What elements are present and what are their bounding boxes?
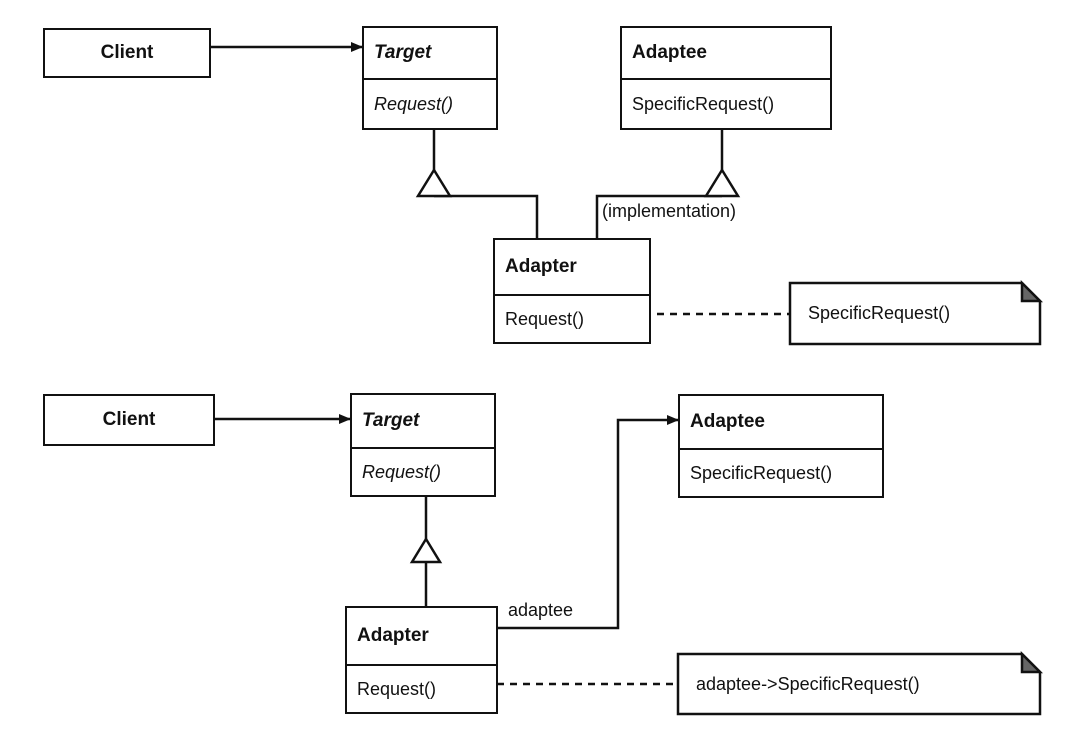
bottom-adapter-operation: Request() — [357, 678, 437, 699]
top-implementation-note: SpecificRequest() — [792, 285, 1020, 342]
bottom-adaptee-class[interactable]: Adaptee SpecificRequest() — [678, 394, 884, 498]
bottom-implementation-note: adaptee->SpecificRequest() — [680, 656, 1020, 712]
bottom-note-text: adaptee->SpecificRequest() — [696, 673, 920, 694]
bottom-adaptee-operation: SpecificRequest() — [690, 462, 833, 483]
bottom-note-dogear — [1020, 650, 1044, 674]
top-note-dogear — [1020, 279, 1044, 303]
top-adaptee-inherit-line — [595, 194, 722, 238]
top-adaptee-name: Adaptee — [632, 42, 707, 63]
top-implementation-label: (implementation) — [602, 201, 737, 221]
bottom-note-outline — [676, 652, 1042, 716]
bottom-adaptee-association-label: adaptee — [508, 600, 574, 620]
bottom-client-name: Client — [102, 409, 156, 430]
top-adapter-name: Adapter — [505, 256, 577, 277]
bottom-adapter-class[interactable]: Adapter Request() — [345, 606, 498, 714]
top-target-name: Target — [374, 42, 432, 63]
top-adaptee-inherit-triangle — [703, 167, 741, 198]
top-adapter-class[interactable]: Adapter Request() — [493, 238, 651, 344]
top-target-class[interactable]: Target Request() — [362, 26, 498, 130]
top-client-class[interactable]: Client — [43, 28, 211, 78]
top-adaptee-operation: SpecificRequest() — [632, 93, 775, 114]
top-target-inherit-line — [434, 194, 539, 238]
bottom-target-class[interactable]: Target Request() — [350, 393, 496, 497]
top-adaptee-class[interactable]: Adaptee SpecificRequest() — [620, 26, 832, 130]
top-note-text: SpecificRequest() — [808, 303, 951, 323]
bottom-target-operation: Request() — [362, 461, 442, 482]
bottom-target-name: Target — [362, 410, 420, 431]
bottom-adaptee-name: Adaptee — [690, 411, 765, 432]
top-adapter-operation: Request() — [505, 308, 585, 329]
bottom-adapter-name: Adapter — [357, 625, 429, 646]
bottom-adaptee-association — [498, 415, 679, 630]
top-note-outline — [788, 281, 1042, 346]
top-target-inherit-triangle — [415, 167, 453, 198]
bottom-target-inherit-triangle — [409, 536, 443, 564]
top-target-operation: Request() — [374, 93, 454, 114]
bottom-client-class[interactable]: Client — [43, 394, 215, 446]
top-client-name: Client — [100, 42, 154, 63]
